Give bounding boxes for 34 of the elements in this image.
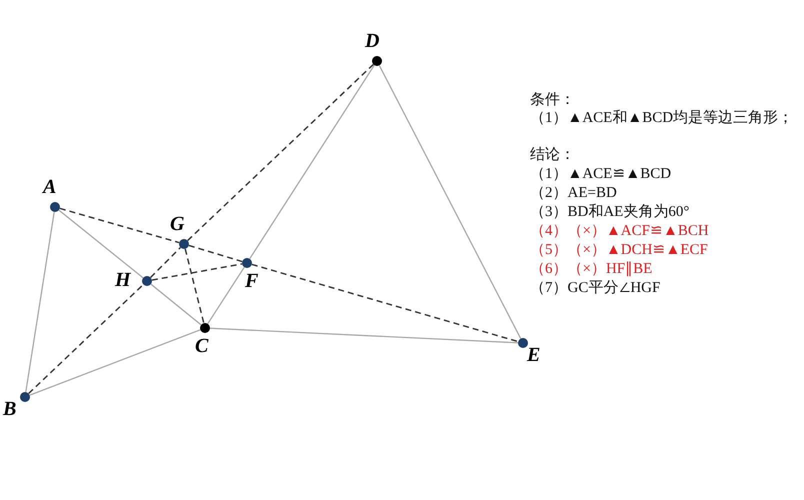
point-label: F [245,271,258,291]
dashed-segment [152,263,242,281]
point-label: H [115,270,131,290]
line-segment [249,64,375,260]
dashed-segment [188,244,242,262]
section-heading: 结论： [530,146,575,165]
dashed-segment [252,264,518,342]
line-segment [150,284,202,326]
point-label: E [527,345,540,365]
line-segment [25,212,55,392]
statement-text: （4）（×）▲ACF≌▲BCH [530,222,709,241]
statement-text: （1）▲ACE和▲BCD均是等边三角形； [530,109,794,128]
section-heading: 条件： [530,91,575,110]
dashed-segment [184,248,204,324]
point-label: B [3,399,16,419]
statement-text: （6）（×）HF∥BE [530,260,652,279]
statement-text: （3）BD和AE夹角为60° [530,203,690,222]
point-label: A [43,177,56,197]
dashed-segment [150,247,181,278]
dashed-segment [187,64,374,242]
dashed-segment [28,284,144,394]
dashed-segment [60,208,180,244]
statement-text: （1）▲ACE≌▲BCD [530,165,672,184]
point-label: G [170,214,184,234]
statement-text: （7）GC平分∠HGF [530,279,660,298]
line-segment [378,65,522,339]
line-segment [210,328,518,344]
line-segment [58,210,144,278]
point-label: C [195,336,208,356]
line-segment [207,266,245,324]
statement-text: （5）（×）▲DCH≌▲ECF [530,241,708,260]
line-segment [29,329,201,396]
point-label: D [365,31,380,51]
statement-text: （2）AE=BD [530,184,617,203]
